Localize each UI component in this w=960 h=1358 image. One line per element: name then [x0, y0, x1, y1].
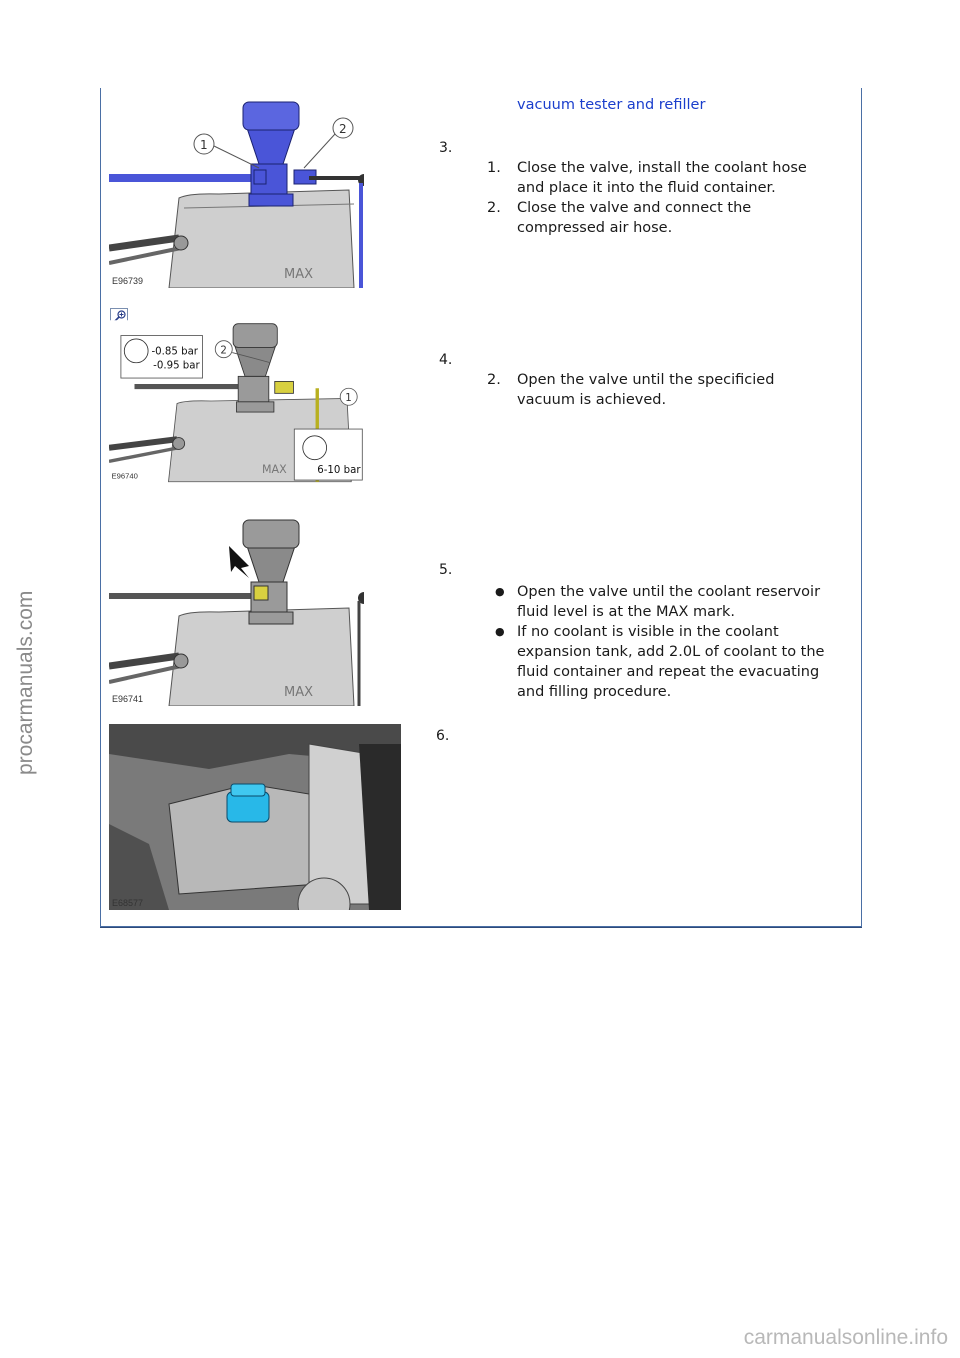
callout-2: 2 [339, 122, 347, 136]
item-marker: 1. [487, 160, 501, 176]
arrow-icon [229, 546, 249, 578]
item-text: If no coolant is visible in the coolant … [517, 624, 825, 700]
list-item: 1. Close the valve, install the coolant h… [487, 158, 832, 198]
max-mark: MAX [262, 463, 287, 476]
figure-id-e96741: E96741 [112, 694, 143, 704]
figure-id-e96739: E96739 [112, 276, 143, 286]
figure-e96741[interactable]: MAX E96741 [109, 516, 364, 706]
step-number-6: 6. [436, 728, 450, 744]
callout-1: 1 [200, 138, 208, 152]
item-marker: 2. [487, 200, 501, 216]
bullet-icon: ● [495, 585, 505, 598]
procedure-frame: vacuum tester and refiller MAX [100, 88, 862, 928]
gauge-vacuum-max: -0.85 bar [152, 346, 199, 357]
step-number-3: 3. [439, 140, 453, 156]
callout-1: 1 [345, 393, 351, 404]
watermark-procarmanuals: procarmanuals.com [14, 590, 37, 775]
list-item: 2. Open the valve until the specificied v… [487, 370, 832, 410]
figure-id-e96740: E96740 [112, 471, 138, 480]
max-mark: MAX [284, 685, 313, 700]
max-mark: MAX [284, 267, 313, 282]
figure-id-e68577: E68577 [112, 898, 143, 908]
item-text: Close the valve and connect the compress… [517, 200, 752, 236]
item-text: Close the valve, install the coolant hos… [517, 160, 807, 196]
gauge-pressure: 6-10 bar [317, 465, 361, 476]
list-item: ● Open the valve until the coolant reserv… [487, 582, 832, 622]
bullet-icon: ● [495, 625, 505, 638]
vacuum-tester-link[interactable]: vacuum tester and refiller [517, 97, 706, 113]
callout-2: 2 [220, 345, 226, 356]
step-number-4: 4. [439, 352, 453, 368]
step-3-list: 1. Close the valve, install the coolant h… [487, 158, 832, 238]
gauge-vacuum-min: -0.95 bar [153, 361, 200, 372]
figure-e96740[interactable]: MAX -0.85 bar -0.95 bar 2 1 6-10 bar E96… [109, 306, 364, 496]
watermark-carmanualsonline: carmanualsonline.info [743, 1326, 948, 1349]
item-text: Open the valve until the specificied vac… [517, 372, 775, 408]
figure-e96739[interactable]: MAX 1 2 E96739 [109, 98, 364, 288]
item-text: Open the valve until the coolant reservo… [517, 584, 821, 620]
step-5-list: ● Open the valve until the coolant reserv… [487, 582, 832, 702]
item-marker: 2. [487, 372, 501, 388]
step-number-5: 5. [439, 562, 453, 578]
list-item: ● If no coolant is visible in the coolant… [487, 622, 832, 702]
list-item: 2. Close the valve and connect the compre… [487, 198, 832, 238]
step-4-list: 2. Open the valve until the specificied v… [487, 370, 832, 410]
figure-e68577[interactable]: E68577 [109, 724, 401, 910]
